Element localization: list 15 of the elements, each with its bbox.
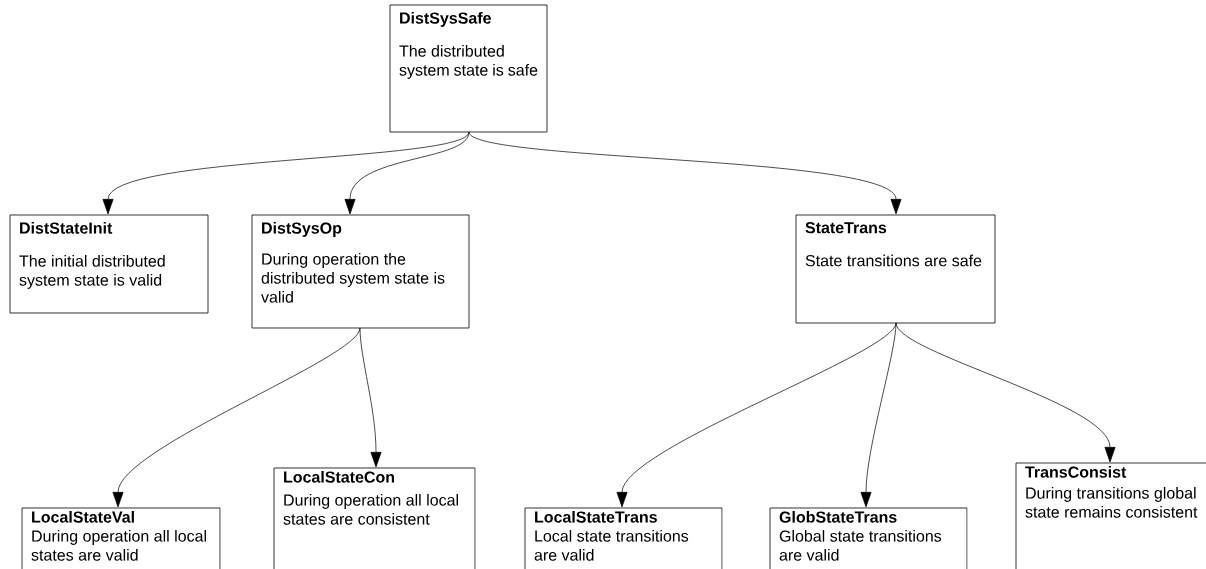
goal-box: StateTrans State transitions are safe	[795, 214, 996, 324]
goal-box: GlobStateTrans Global state transitions are valid	[769, 507, 968, 569]
arrow	[359, 327, 382, 468]
goal-box: LocalStateCon During operation all local states are consistent	[273, 467, 476, 569]
arrow	[860, 322, 897, 508]
arrow	[468, 131, 902, 215]
goal-box: LocalStateTrans Local state transitions are valid	[524, 507, 723, 569]
arrow	[102, 131, 470, 215]
goal-box: TransConsist During transitions global state remains consistent	[1015, 462, 1206, 569]
arrow	[344, 131, 470, 215]
goal-box: DistSysSafe The distributed system state is safe	[389, 4, 548, 133]
goal-box: DistSysOp During operation the distributed system state is valid	[251, 214, 470, 329]
arrow	[895, 322, 1116, 463]
goal-box: LocalStateVal During operation all local states are valid	[21, 507, 221, 569]
goal-box: DistStateInit The initial distributed system state is valid	[9, 214, 209, 314]
